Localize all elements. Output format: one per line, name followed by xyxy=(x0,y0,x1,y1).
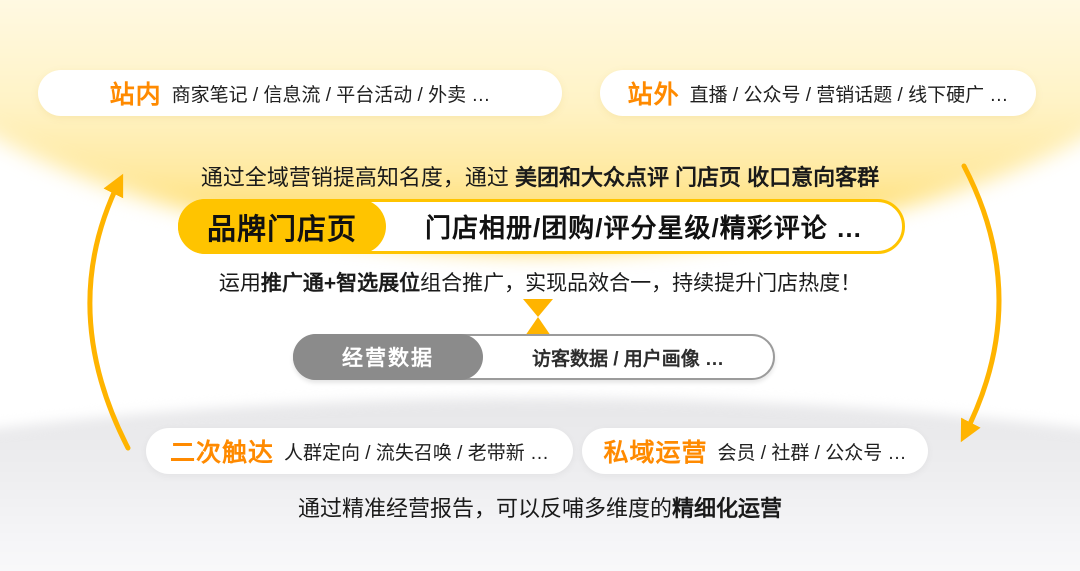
private-domain-desc: 会员 / 社群 / 公众号 … xyxy=(717,442,907,464)
brand-store-label: 品牌门店页 xyxy=(206,213,357,246)
onsite-label: 站内 xyxy=(109,81,162,109)
funnel-text-awareness: 通过全域营销提高知名度，通过 美团和大众点评 门店页 收口意向客群 xyxy=(200,165,880,190)
retargeting-desc: 人群定向 / 流失召唤 / 老带新 … xyxy=(284,442,549,464)
gray-base-background xyxy=(0,398,1080,571)
cycle-arrow-up-icon xyxy=(87,173,131,451)
retargeting-label: 二次触达 xyxy=(170,439,275,467)
business-data-label-badge: 经营数据 xyxy=(293,334,483,380)
pill-private-domain: 私域运营 会员 / 社群 / 公众号 … xyxy=(582,428,928,474)
pill-business-data: 经营数据 访客数据 / 用户画像 … xyxy=(293,334,775,380)
cycle-arrow-down-icon xyxy=(960,163,1002,443)
pill-brand-store-page: 品牌门店页 门店相册/团购/评分星级/精彩评论 … xyxy=(178,199,905,254)
brand-store-label-badge: 品牌门店页 xyxy=(178,199,386,254)
offsite-label: 站外 xyxy=(627,81,680,109)
brand-store-desc: 门店相册/团购/评分星级/精彩评论 … xyxy=(425,213,863,243)
private-domain-label: 私域运营 xyxy=(603,439,708,467)
onsite-desc: 商家笔记 / 信息流 / 平台活动 / 外卖 … xyxy=(171,84,491,106)
funnel-text-promotion: 运用推广通+智选展位组合推广，实现品效合一，持续提升门店热度！ xyxy=(218,272,862,295)
pill-retargeting: 二次触达 人群定向 / 流失召唤 / 老带新 … xyxy=(146,428,573,474)
report-feedback-text: 通过精准经营报告，可以反哺多维度的精细化运营 xyxy=(297,496,783,521)
business-data-desc: 访客数据 / 用户画像 … xyxy=(531,348,725,370)
pill-offsite-channels: 站外 直播 / 公众号 / 营销话题 / 线下硬广 … xyxy=(600,70,1036,116)
pill-onsite-channels: 站内 商家笔记 / 信息流 / 平台活动 / 外卖 … xyxy=(38,70,562,116)
business-data-label: 经营数据 xyxy=(342,347,434,370)
offsite-desc: 直播 / 公众号 / 营销话题 / 线下硬广 … xyxy=(689,84,1009,106)
hourglass-icon xyxy=(523,299,553,336)
